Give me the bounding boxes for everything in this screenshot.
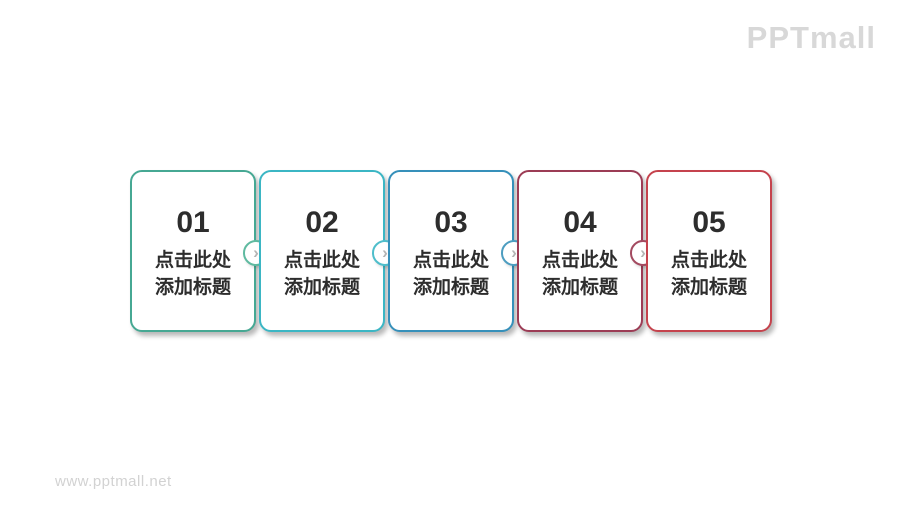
step-title-line1: 点击此处 — [541, 248, 618, 271]
step-title-line2: 添加标题 — [154, 275, 231, 298]
connector-circle: › — [372, 240, 398, 266]
step-title-line2: 添加标题 — [283, 275, 360, 298]
step-title-line1: 点击此处 — [283, 248, 360, 271]
step-card-03[interactable]: 03 点击此处 添加标题 › — [388, 170, 527, 332]
step-title-line2: 添加标题 — [541, 275, 618, 298]
step-number: 02 — [305, 205, 339, 239]
chevron-right-icon: › — [382, 242, 388, 262]
step-title-line1: 点击此处 — [412, 248, 489, 271]
step-number: 05 — [692, 205, 726, 239]
step-number: 01 — [176, 205, 210, 239]
step-title-placeholder[interactable]: 点击此处 添加标题 — [542, 247, 618, 301]
step-title-line2: 添加标题 — [670, 275, 747, 298]
step-card-04[interactable]: 04 点击此处 添加标题 › — [517, 170, 656, 332]
chevron-right-icon: › — [511, 242, 517, 262]
step-title-placeholder[interactable]: 点击此处 添加标题 — [155, 247, 231, 301]
step-title-placeholder[interactable]: 点击此处 添加标题 — [671, 247, 747, 301]
chevron-right-icon: › — [640, 242, 646, 262]
step-number: 03 — [434, 205, 468, 239]
step-title-line1: 点击此处 — [670, 248, 747, 271]
step-card-05[interactable]: 05 点击此处 添加标题 — [646, 170, 772, 332]
step-title-placeholder[interactable]: 点击此处 添加标题 — [413, 247, 489, 301]
step-title-line2: 添加标题 — [412, 275, 489, 298]
chevron-right-icon: › — [253, 242, 259, 262]
step-title-placeholder[interactable]: 点击此处 添加标题 — [284, 247, 360, 301]
step-card-02[interactable]: 02 点击此处 添加标题 › — [259, 170, 398, 332]
pptmall-logo: PPTmall — [746, 20, 876, 55]
step-title-line1: 点击此处 — [154, 248, 231, 271]
step-card-01[interactable]: 01 点击此处 添加标题 › — [130, 170, 269, 332]
footer-website-url: www.pptmall.net — [55, 473, 172, 490]
step-number: 04 — [563, 205, 597, 239]
process-steps-row: 01 点击此处 添加标题 › 02 点击此处 添加标题 › 03 点击此处 添加… — [130, 170, 772, 332]
